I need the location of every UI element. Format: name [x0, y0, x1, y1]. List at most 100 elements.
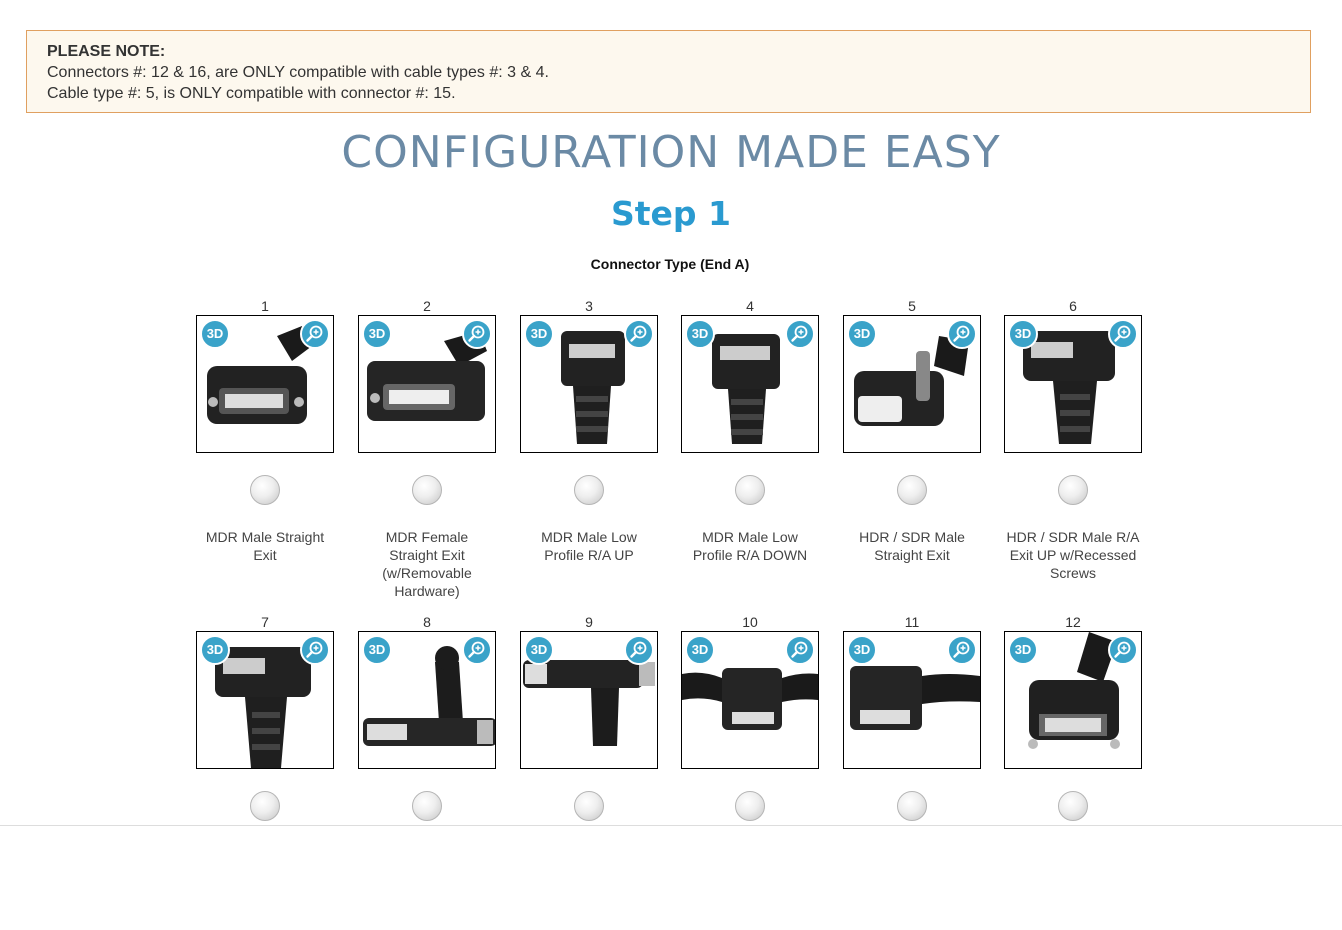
connector-label: MDR Male Low Profile R/A DOWN — [692, 529, 808, 563]
connector-option-10: 10 3D — [681, 614, 819, 844]
connector-number: 2 — [423, 298, 431, 314]
notice-title: PLEASE NOTE: — [47, 43, 166, 60]
3d-view-icon[interactable]: 3D — [1008, 319, 1038, 349]
zoom-icon[interactable] — [1108, 635, 1138, 665]
connector-image[interactable]: 3D — [1004, 631, 1142, 769]
zoom-icon[interactable] — [624, 635, 654, 665]
connector-option-8: 8 3D — [358, 614, 496, 844]
connector-radio-4[interactable] — [735, 475, 765, 505]
connector-photo-icon — [207, 326, 312, 424]
connector-radio-6[interactable] — [1058, 475, 1088, 505]
connector-number: 12 — [1065, 614, 1081, 630]
connector-image[interactable]: 3D — [681, 315, 819, 453]
3d-view-icon[interactable]: 3D — [847, 319, 877, 349]
connector-radio-2[interactable] — [412, 475, 442, 505]
connector-label: HDR / SDR Male Straight Exit — [859, 529, 965, 563]
3d-view-icon[interactable]: 3D — [847, 635, 877, 665]
connector-photo-icon — [1023, 331, 1115, 444]
connector-radio-8[interactable] — [412, 791, 442, 821]
zoom-icon[interactable] — [300, 319, 330, 349]
connector-option-7: 7 3D — [196, 614, 334, 844]
page-title: CONFIGURATION MADE EASY — [341, 127, 1001, 178]
3d-view-icon[interactable]: 3D — [524, 635, 554, 665]
connector-option-9: 9 3D — [520, 614, 658, 844]
connector-number: 5 — [908, 298, 916, 314]
step-title: Step 1 — [611, 194, 731, 233]
connector-option-12: 12 3D — [1004, 614, 1142, 844]
connector-number: 1 — [261, 298, 269, 314]
zoom-icon[interactable] — [462, 319, 492, 349]
connector-number: 3 — [585, 298, 593, 314]
zoom-icon[interactable] — [300, 635, 330, 665]
connector-row-2: 7 3D 8 3D — [196, 614, 1156, 930]
connector-option-1: 1 3D MDR Male Straight Exit — [196, 298, 334, 564]
connector-image[interactable]: 3D — [520, 315, 658, 453]
connector-image[interactable]: 3D — [1004, 315, 1142, 453]
connector-radio-5[interactable] — [897, 475, 927, 505]
3d-view-icon[interactable]: 3D — [362, 635, 392, 665]
zoom-icon[interactable] — [947, 319, 977, 349]
connector-image[interactable]: 3D — [681, 631, 819, 769]
connector-image[interactable]: 3D — [358, 315, 496, 453]
3d-view-icon[interactable]: 3D — [200, 319, 230, 349]
connector-photo-icon — [712, 334, 780, 444]
zoom-icon[interactable] — [947, 635, 977, 665]
3d-view-icon[interactable]: 3D — [200, 635, 230, 665]
connector-image[interactable]: 3D — [843, 631, 981, 769]
connector-image[interactable]: 3D — [358, 631, 496, 769]
connector-photo-icon — [561, 331, 625, 444]
compatibility-notice: PLEASE NOTE: Connectors #: 12 & 16, are … — [26, 30, 1311, 113]
connector-radio-7[interactable] — [250, 791, 280, 821]
zoom-icon[interactable] — [785, 319, 815, 349]
connector-photo-icon — [682, 668, 818, 730]
zoom-icon[interactable] — [624, 319, 654, 349]
connector-number: 4 — [746, 298, 754, 314]
notice-line-1: Connectors #: 12 & 16, are ONLY compatib… — [47, 64, 549, 81]
3d-view-icon[interactable]: 3D — [685, 319, 715, 349]
zoom-icon[interactable] — [462, 635, 492, 665]
connector-option-4: 4 3D MDR Male Low Profile R/A DOWN — [681, 298, 819, 564]
notice-line-2: Cable type #: 5, is ONLY compatible with… — [47, 85, 456, 102]
connector-grid: 1 3D MDR Male Straight Exit 2 3D — [196, 298, 1156, 930]
connector-image[interactable]: 3D — [520, 631, 658, 769]
connector-number: 10 — [742, 614, 758, 630]
3d-view-icon[interactable]: 3D — [685, 635, 715, 665]
connector-radio-12[interactable] — [1058, 791, 1088, 821]
3d-view-icon[interactable]: 3D — [1008, 635, 1038, 665]
connector-option-6: 6 3D HDR / SDR Male R/A Exit UP w/Recess… — [1004, 298, 1142, 582]
connector-option-2: 2 3D MDR Female Straight Exit (w/Removab… — [358, 298, 496, 600]
connector-number: 11 — [904, 614, 920, 630]
connector-photo-icon — [1028, 632, 1120, 749]
connector-photo-icon — [850, 666, 980, 730]
connector-number: 9 — [585, 614, 593, 630]
3d-view-icon[interactable]: 3D — [362, 319, 392, 349]
connector-number: 8 — [423, 614, 431, 630]
connector-number: 6 — [1069, 298, 1077, 314]
connector-row-1: 1 3D MDR Male Straight Exit 2 3D — [196, 298, 1156, 614]
connector-label: MDR Male Straight Exit — [205, 529, 325, 563]
connector-image[interactable]: 3D — [196, 631, 334, 769]
connector-radio-10[interactable] — [735, 791, 765, 821]
connector-photo-icon — [215, 647, 311, 768]
connector-label: MDR Male Low Profile R/A UP — [541, 529, 637, 563]
connector-photo-icon — [363, 646, 495, 746]
zoom-icon[interactable] — [1108, 319, 1138, 349]
page-divider — [0, 825, 1342, 826]
connector-image[interactable]: 3D — [843, 315, 981, 453]
section-label: Connector Type (End A) — [590, 256, 750, 272]
connector-photo-icon — [854, 336, 969, 426]
connector-option-11: 11 3D — [843, 614, 981, 844]
connector-option-5: 5 3D HDR / SDR Male Straight Exit — [843, 298, 981, 564]
connector-label: MDR Female Straight Exit (w/Removable Ha… — [382, 529, 472, 599]
connector-number: 7 — [261, 614, 269, 630]
connector-radio-1[interactable] — [250, 475, 280, 505]
zoom-icon[interactable] — [785, 635, 815, 665]
connector-radio-11[interactable] — [897, 791, 927, 821]
connector-radio-3[interactable] — [574, 475, 604, 505]
connector-photo-icon — [523, 660, 655, 746]
connector-image[interactable]: 3D — [196, 315, 334, 453]
connector-option-3: 3 3D MDR Male Low Profile R/A UP — [520, 298, 658, 564]
connector-label: HDR / SDR Male R/A Exit UP w/Recessed Sc… — [1006, 529, 1140, 581]
connector-radio-9[interactable] — [574, 791, 604, 821]
3d-view-icon[interactable]: 3D — [524, 319, 554, 349]
